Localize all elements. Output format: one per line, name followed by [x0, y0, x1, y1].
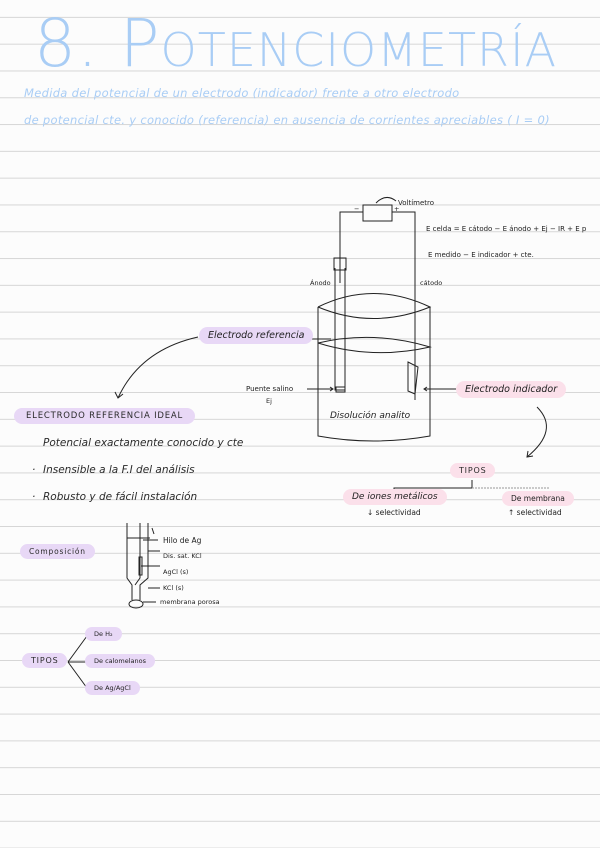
ind-curve-arrow — [526, 406, 547, 458]
salt-bridge-label: Puente salino — [246, 385, 294, 393]
composition-part: Hilo de Ag — [163, 536, 202, 545]
ref-curve-arrow — [117, 336, 199, 399]
voltmeter-box — [362, 204, 393, 222]
page-title: 8. POTENCIOMETRÍA — [34, 8, 557, 86]
voltmeter-label: Voltímetro — [398, 199, 435, 207]
ref-electrode-tube — [334, 268, 346, 391]
ref-type-item: De H₂ — [85, 627, 122, 641]
solution-label: Disolución analito — [330, 411, 411, 421]
ind-type-note: ↑ selectividad — [508, 508, 562, 517]
ideal-bullet: · — [32, 464, 36, 476]
ej-label: Ej — [266, 397, 272, 405]
composition-part: AgCl (s) — [163, 568, 189, 576]
ideal-item: Potencial exactamente conocido y cte — [43, 437, 244, 449]
ideal-bullet: · — [32, 491, 36, 503]
ideal-item: Insensible a la F.I del análisis — [43, 464, 195, 476]
indicator-plate — [407, 361, 419, 395]
ind-type-note: ↓ selectividad — [367, 508, 421, 517]
composition-part: Dis. sat. KCl — [163, 552, 202, 560]
ideal-ref-heading: Electrodo referencia ideal — [14, 408, 196, 424]
equation-cell: E celda = E cátodo − E ánodo + Ej − IR +… — [426, 225, 587, 233]
title-rest: OTENCIOMETRÍA — [160, 23, 558, 77]
anode-label: Ánodo — [310, 279, 331, 287]
ind-electrode-label: Electrodo indicador — [456, 381, 567, 398]
equation-measured: E medido − E indicador + cte. — [428, 251, 534, 259]
wire-left — [339, 211, 363, 270]
ref-types-heading: Tipos — [22, 653, 68, 668]
title-number: 8. — [34, 5, 99, 82]
ind-type-name: De iones metálicos — [343, 489, 447, 505]
minus-sign: − — [354, 205, 360, 213]
plus-sign: + — [394, 205, 400, 213]
ind-types-heading: Tipos — [450, 463, 496, 478]
ref-electrode-cap — [333, 257, 347, 271]
composition-part: membrana porosa — [160, 598, 220, 606]
intro-line-2: de potencial cte. y conocido (referencia… — [24, 113, 550, 127]
composition-electrode — [126, 523, 141, 600]
ref-type-item: De Ag/AgCl — [85, 681, 140, 695]
ind-type-name: De membrana — [502, 491, 574, 506]
wire-right — [392, 211, 416, 400]
intro-line-1: Medida del potencial de un electrodo (in… — [24, 86, 460, 100]
ideal-item: Robusto y de fácil instalación — [43, 491, 198, 503]
ref-type-item: De calomelanos — [85, 654, 156, 668]
ref-electrode-label: Electrodo referencia — [199, 327, 314, 344]
voltmeter-arc — [375, 197, 397, 204]
composition-heading: Composición — [20, 544, 95, 559]
cathode-label: cátodo — [420, 279, 443, 287]
title-first-letter: P — [119, 5, 161, 82]
composition-part: KCl (s) — [163, 584, 184, 592]
